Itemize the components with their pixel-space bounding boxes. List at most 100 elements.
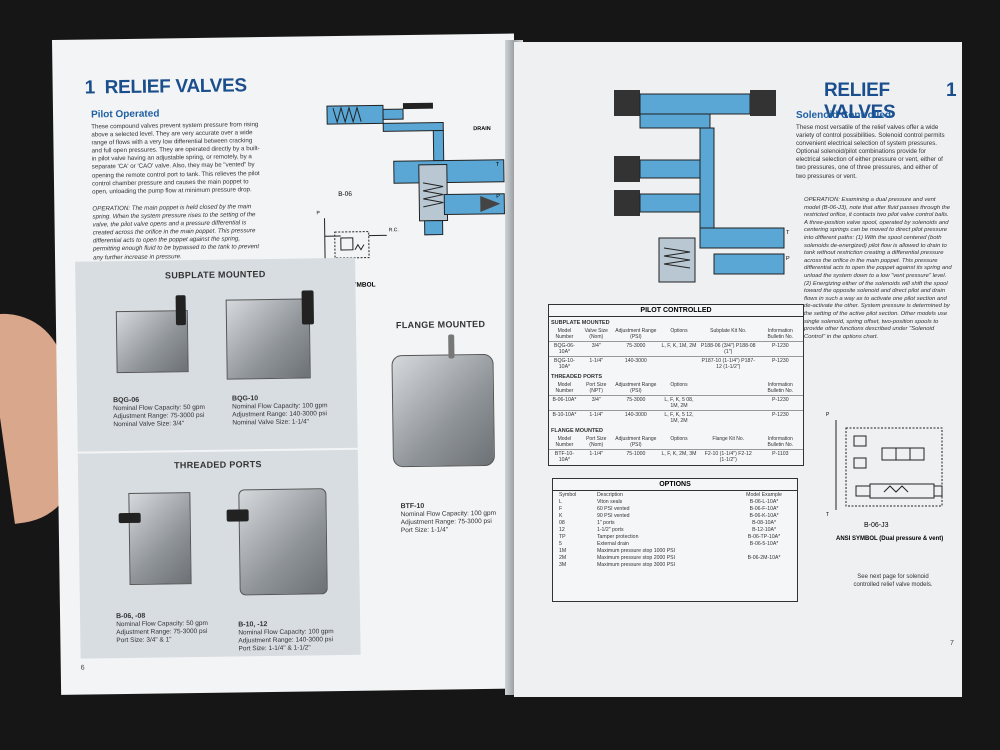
product-bqg10-caption: BQG-10 Nominal Flow Capacity: 100 gpm Ad… <box>232 394 328 427</box>
column-header: Information Bulletin No. <box>767 382 794 394</box>
option-description: Viton seals <box>596 498 623 505</box>
product-name: BQG-10 <box>231 395 259 403</box>
table-cell: L, F, K, 5 08, 1M, 2M <box>659 395 699 411</box>
table-cell: 3/4" <box>579 341 613 357</box>
drain-label: DRAIN <box>473 125 491 133</box>
column-header: Model Number <box>555 436 574 448</box>
table-cell: BQG-06-10A* <box>549 341 580 357</box>
left-page-number: 6 <box>80 664 85 672</box>
t-label: T <box>495 161 500 168</box>
product-line: Nominal Flow Capacity: 100 gpm <box>400 509 497 519</box>
b06-photo <box>128 492 192 585</box>
bqg10-photo <box>225 298 311 380</box>
page-title: RELIEF VALVES <box>104 75 247 99</box>
product-line: Nominal Flow Capacity: 50 gpm <box>113 403 205 413</box>
product-line: Nominal Valve Size: 3/4" <box>113 420 185 429</box>
table-section-heading: THREADED PORTS <box>551 374 603 380</box>
option-symbol: L <box>559 498 562 505</box>
product-line: Port Size: 1-1/4" <box>400 526 449 535</box>
bqg06-knob <box>175 295 186 326</box>
table-cell: B-10-10A* <box>549 410 580 425</box>
option-symbol: 1M <box>559 547 567 554</box>
table-section-heading: FLANGE MOUNTED <box>551 428 603 434</box>
option-description: Maximum pressure stop 2000 PSI <box>596 554 676 561</box>
table-row: L Viton seals B-06-L-10A* <box>553 498 797 505</box>
column-header: Adjustment Range (PSI) <box>615 328 657 340</box>
j3-ansi-symbol <box>835 420 943 510</box>
btf10-knob <box>448 334 455 359</box>
table-row: BQG-10-10A* 1-1/4" 140-3000 P187-10 (1-1… <box>549 356 803 371</box>
subplate-panel: SUBPLATE MOUNTED BQG-06 Nominal Flow Cap… <box>75 257 358 452</box>
column-header <box>699 381 758 396</box>
option-description: Maximum pressure stop 3000 PSI <box>596 561 676 568</box>
option-example: B-06-5-10A* <box>749 540 779 547</box>
option-symbol: K <box>559 512 563 519</box>
table-cell: 1-1/4" <box>579 356 613 371</box>
pilot-controlled-table: PILOT CONTROLLED SUBPLATE MOUNTED Model … <box>548 304 804 466</box>
table-cell: 1-1/4" <box>579 449 613 464</box>
table-cell: 75-3000 <box>612 341 660 357</box>
product-name: BQG-06 <box>112 396 140 405</box>
table-cell: P187-10 (1-1/4") P187-12 (1-1/2") <box>698 356 758 371</box>
symbol-model: B-06-J3 <box>864 522 889 529</box>
page-title: RELIEF VALVES <box>824 80 896 123</box>
btf10-photo <box>391 353 495 468</box>
table-cell: 1-1/4" <box>579 410 613 425</box>
p-label: P <box>496 193 500 200</box>
product-line: Nominal Flow Capacity: 100 gpm <box>232 402 328 411</box>
table-row: B-06-10A* 3/4" 75-3000 L, F, K, 5 08, 1M… <box>549 395 803 411</box>
product-btf10-caption: BTF-10 Nominal Flow Capacity: 100 gpm Ad… <box>401 502 497 535</box>
table-cell: P-1230 <box>757 341 803 357</box>
table-cell: P188-06 (3/4") P188-08 (1") <box>698 341 758 357</box>
column-header: Valve Size (Nom) <box>584 328 608 340</box>
table-cell: 75-1000 <box>612 449 660 464</box>
product-name: BTF-10 <box>400 502 425 511</box>
table-cell: L, F, K, 2M, 3M <box>659 449 699 464</box>
column-header: Model Example <box>746 491 782 498</box>
table-cell: P-1230 <box>757 395 803 411</box>
option-symbol: 5 <box>559 540 562 547</box>
option-description: Tamper protection <box>596 533 639 540</box>
options-table: OPTIONS Symbol Description Model Example… <box>552 478 798 602</box>
option-description: External drain <box>596 540 629 547</box>
table-cell: 3/4" <box>579 395 613 411</box>
subtitle: Pilot Operated <box>90 108 160 121</box>
column-header: Model Number <box>555 382 574 394</box>
symbol-label: ANSI SYMBOL (Dual pressure & vent) <box>836 536 944 542</box>
product-line: Port Size: 1-1/4" & 1-1/2" <box>238 644 311 653</box>
b10-photo <box>238 488 328 596</box>
options-table-title: OPTIONS <box>553 479 797 491</box>
table-cell: 75-3000 <box>612 395 660 411</box>
threaded-panel: THREADED PORTS B-06, -08 Nominal Flow Ca… <box>77 449 361 659</box>
b10-knob <box>226 509 249 522</box>
intro-paragraph: These compound valves prevent system pre… <box>91 121 260 196</box>
option-example: B-06-L-10A* <box>749 498 779 505</box>
option-symbol: 08 <box>559 519 565 526</box>
symbol-p-label: P <box>316 210 320 217</box>
table-cell: BTF-10-10A* <box>549 449 580 464</box>
column-header: Options <box>670 382 688 388</box>
product-bqg06-caption: BQG-06 Nominal Flow Capacity: 50 gpm Adj… <box>113 396 205 429</box>
option-symbol: 2M <box>559 554 567 561</box>
flange-heading: FLANGE MOUNTED <box>395 318 486 331</box>
table-cell: P-1230 <box>757 410 803 425</box>
right-page: T P RELIEF VALVES 1 Solenoid Controlled … <box>514 42 962 697</box>
column-header: Description <box>596 491 623 498</box>
column-header: Adjustment Range (PSI) <box>615 436 657 448</box>
table-row: BTF-10-10A* 1-1/4" 75-1000 L, F, K, 2M, … <box>549 449 803 464</box>
option-example: B-06-2M-10A* <box>747 554 781 561</box>
option-description: 1-1/2" ports <box>596 526 624 533</box>
product-line: Adjustment Range: 75-3000 psi <box>113 411 205 421</box>
option-example: B-06-TP-10A* <box>747 533 781 540</box>
table-cell <box>698 395 758 411</box>
product-b10-caption: B-10, -12 Nominal Flow Capacity: 100 gpm… <box>238 620 334 653</box>
product-b06-caption: B-06, -08 Nominal Flow Capacity: 50 gpm … <box>116 612 208 645</box>
product-line: Nominal Valve Size: 1-1/4" <box>232 418 310 427</box>
table-cell: B-06-10A* <box>549 395 580 411</box>
